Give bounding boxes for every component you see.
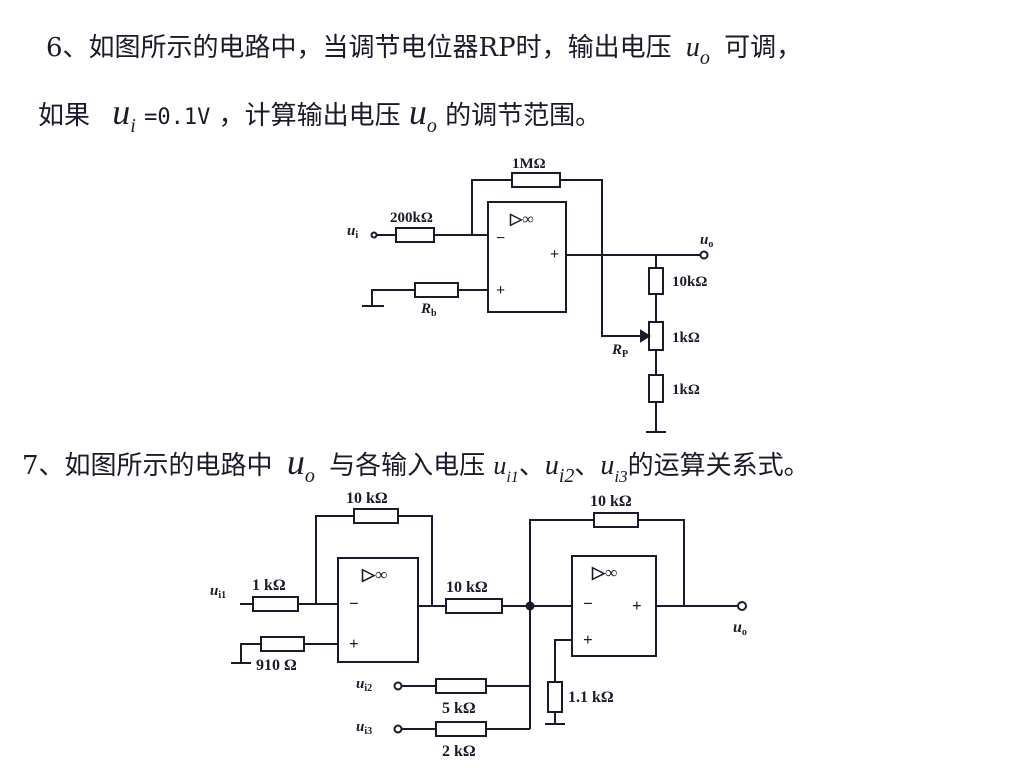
resistor-mid-10k — [445, 598, 503, 614]
resistor-1k-bottom — [648, 374, 664, 403]
label-ui: ui — [347, 223, 358, 241]
resistor-1-1k — [547, 681, 563, 713]
question-6-line-2: 如果 ui =0.1V ，计算输出电压 uo 的调节范围。 — [38, 94, 602, 137]
opamp-2b — [571, 555, 657, 657]
resistor-910 — [260, 636, 305, 652]
label-rp-1k: 1kΩ — [672, 330, 700, 346]
uo-symbol: uo — [685, 32, 710, 69]
question-6-if: 如果 — [38, 101, 91, 131]
question-6-line-1: 6、如图所示的电路中，当调节电位器RP时，输出电压 uo 可调， — [46, 32, 803, 69]
circuit-2-wires — [240, 515, 740, 730]
uo-terminal-2 — [737, 601, 747, 611]
label-2k: 2 kΩ — [442, 743, 476, 760]
label-10k: 10kΩ — [672, 274, 707, 290]
label-200k: 200kΩ — [390, 210, 433, 226]
uo-symbol-2: uo — [408, 92, 437, 137]
label-ui2: ui2 — [356, 676, 372, 694]
ui2-terminal — [393, 681, 403, 691]
label-ui1: ui1 — [210, 583, 226, 601]
opamp-2b-symbol: ▷∞ — [591, 563, 617, 582]
opamp-2b-out-plus: + — [632, 596, 642, 615]
resistor-2k — [435, 721, 487, 737]
resistor-1m — [511, 172, 561, 188]
resistor-5k — [435, 678, 487, 694]
label-ui3: ui3 — [356, 719, 372, 737]
summing-node-dot — [525, 601, 535, 611]
question-6-compute: ，计算输出电压 — [218, 101, 401, 131]
question-7-mid: 与各输入电压 — [329, 451, 486, 481]
opamp-2b-plus: + — [583, 630, 593, 649]
opamp-2a-minus: − — [349, 594, 359, 613]
question-7-end: 的运算关系式。 — [627, 451, 810, 481]
opamp-2a — [337, 557, 419, 663]
wiper-arrow — [640, 329, 651, 343]
question-7-line: 7、如图所示的电路中 uo 与各输入电压 ui1、ui2、ui3的运算关系式。 — [22, 444, 810, 487]
resistor-rb — [414, 282, 459, 298]
resistor-200k — [395, 227, 435, 243]
question-6-text: 6、如图所示的电路中，当调节电位器RP时，输出电压 — [46, 33, 672, 63]
opamp-2a-symbol: ▷∞ — [361, 565, 387, 584]
uo-terminal-1 — [699, 250, 709, 260]
label-5k: 5 kΩ — [442, 700, 476, 717]
ui-value: =0.1V — [144, 105, 211, 130]
uo-symbol-q7: uo — [286, 442, 315, 487]
opamp-1 — [487, 201, 567, 313]
label-rp: RP — [611, 342, 628, 360]
label-mid-10k: 10 kΩ — [446, 579, 488, 596]
label-1k-bottom: 1kΩ — [672, 382, 700, 398]
label-1k-in: 1 kΩ — [252, 577, 286, 594]
label-910: 910 Ω — [256, 657, 297, 674]
ui1-symbol-q7: ui1 — [493, 451, 519, 486]
label-uo-2: uo — [733, 619, 747, 638]
label-1-1k: 1.1 kΩ — [568, 689, 614, 706]
label-rf2-10k: 10 kΩ — [590, 493, 632, 510]
question-7-text: 7、如图所示的电路中 — [22, 451, 273, 481]
separator-1: 、 — [518, 451, 545, 481]
potentiometer-rp — [648, 321, 664, 351]
resistor-rf2-10k — [593, 512, 639, 528]
label-uo-1: uo — [700, 232, 713, 250]
label-rb: Rb — [420, 301, 437, 319]
label-1m: 1MΩ — [512, 156, 546, 172]
ui3-symbol-q7: ui3 — [600, 450, 628, 486]
separator-2: 、 — [574, 451, 601, 481]
ui2-symbol-q7: ui2 — [544, 450, 575, 487]
opamp-1-plus: + — [496, 282, 505, 299]
question-6-text-end: 可调， — [724, 33, 803, 63]
question-6-range: 的调节范围。 — [445, 101, 602, 131]
opamp-1-symbol: ▷∞ — [509, 211, 534, 228]
circuit-1-wires — [371, 179, 700, 432]
opamp-2a-plus: + — [349, 634, 359, 653]
ui-symbol: ui — [112, 92, 136, 137]
label-rf1-10k: 10 kΩ — [346, 490, 388, 507]
resistor-rf1-10k — [353, 508, 399, 524]
ui-terminal-1 — [370, 231, 378, 239]
opamp-1-minus: − — [496, 230, 505, 247]
opamp-1-out-plus: + — [550, 246, 559, 263]
ui3-terminal — [393, 724, 403, 734]
resistor-1k-in — [252, 596, 299, 612]
resistor-10k — [648, 267, 664, 295]
opamp-2b-minus: − — [583, 594, 593, 613]
